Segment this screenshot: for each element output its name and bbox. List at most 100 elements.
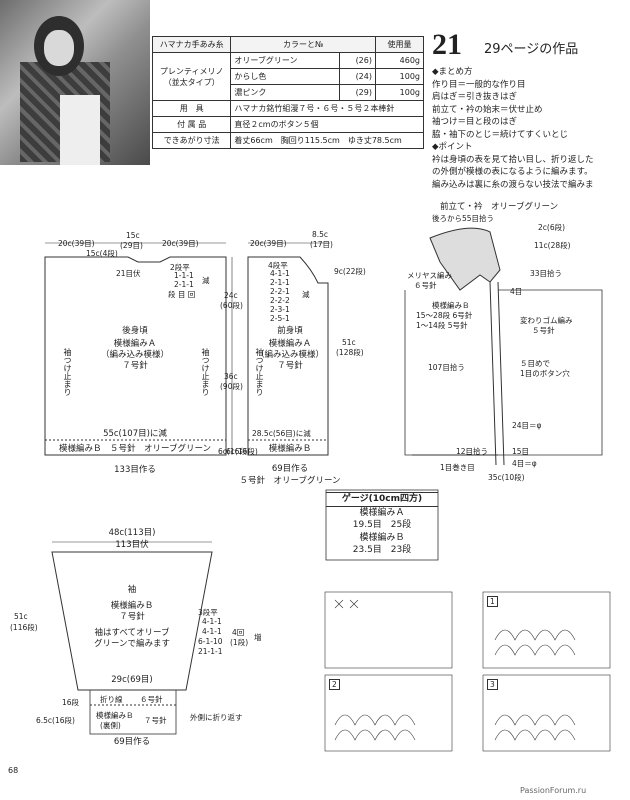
note-line: の外側が模様の表になるように編みます。 (432, 167, 593, 177)
label: ５号針 オリーブグリーン (239, 476, 341, 486)
label: 24c (224, 291, 238, 300)
label: 20c(39目) (58, 239, 95, 248)
label: 21-1-1 (198, 647, 223, 656)
gauge-pattern-b: 模様編みＢ (359, 532, 405, 543)
note-line: 衿は身頃の表を見て拾い目し、折り返した (432, 154, 594, 165)
label: (1段) (230, 638, 249, 647)
label: 2-1-1 (270, 278, 290, 287)
label: 107目拾う (428, 363, 465, 372)
label: ６号針 (140, 695, 163, 704)
label: ６号針 (414, 281, 437, 290)
note-line: 編み込みは裏に糸の渡らない技法で編みま (432, 179, 594, 190)
label: 69目作る (271, 464, 309, 474)
step-number: 2 (329, 679, 340, 690)
label: 袖はすべてオリーブ (94, 628, 170, 638)
label: 模様編みＢ (110, 601, 154, 611)
label: 15～28段 6号針 (416, 311, 473, 320)
label: 6-1-10 (198, 637, 223, 646)
label: ７号針 (277, 361, 303, 371)
gauge-title: ゲージ(10cm四方) (326, 492, 438, 507)
label: 15目 (512, 447, 530, 456)
tools-label: 用 具 (151, 100, 232, 117)
label: (29目) (120, 241, 143, 250)
note-line: ◆まとめ方 (432, 67, 473, 77)
note-line: 脇・袖下のとじ＝続けてすくいとじ (432, 129, 569, 140)
label: 51c (342, 338, 356, 347)
page-reference: 29ページの作品 (484, 42, 579, 57)
label: 4回 (232, 628, 245, 637)
collar-body-outline (404, 289, 603, 456)
label: 模様編みＡ (113, 339, 157, 349)
color-amount: 460g (374, 52, 425, 69)
header-amount: 使用量 (374, 36, 425, 53)
watermark: PassionForum.ru (520, 786, 587, 795)
label: 15c(4段) (86, 249, 118, 258)
label: 55c(107目)に減 (103, 429, 167, 439)
label: メリヤス編み (407, 271, 452, 280)
note-line: 作り目＝一般的な作り目 (432, 79, 526, 90)
label: 変わりゴム編み (520, 316, 573, 325)
label: 2-5-1 (270, 314, 290, 323)
label: 1目のボタン穴 (520, 369, 570, 378)
step-box (482, 674, 611, 752)
note-line: 肩はぎ＝引き抜きはぎ (432, 92, 518, 102)
label: 模様編みＢ (96, 711, 134, 720)
label: 2-1-1 (174, 280, 194, 289)
step-number: 3 (487, 679, 498, 690)
label: 4-1-1 (270, 269, 290, 278)
label: 8.5c (312, 230, 329, 239)
yarn-name: プレンティメリノ（並太タイプ） (151, 52, 232, 101)
label: ７号針 (122, 361, 148, 371)
label: 15c (126, 231, 140, 240)
label: ５目めで (520, 359, 550, 368)
label: 4-1-1 (202, 617, 222, 626)
label: 模様編みＢ (432, 301, 470, 310)
label: 4目＝φ (512, 459, 537, 468)
label: 模様編みＢ ５号針 オリーブグリーン (58, 444, 212, 454)
step-box (324, 674, 453, 752)
step-box (324, 591, 453, 669)
piece-name: 後身頃 (122, 326, 148, 336)
label: 20c(39目) (250, 239, 287, 248)
label: 133目作る (114, 465, 156, 475)
piece-name: 袖 (127, 585, 137, 595)
label: 模様編みＢ (268, 444, 312, 454)
collar-shape (429, 227, 501, 291)
label: ７号針 (144, 716, 167, 725)
sleeve-outline (51, 551, 213, 691)
label: 12目拾う (456, 447, 489, 456)
label: 29c(69目) (111, 675, 153, 685)
label: 1目巻き目 (440, 463, 475, 472)
label: 1～14段 5号針 (416, 321, 468, 330)
front-body-outline (247, 256, 329, 456)
header-color: カラーと№ (230, 36, 376, 53)
label: 2段平 (170, 263, 190, 272)
label: 11c(28段) (534, 241, 571, 250)
label: 後ろから55目拾う (432, 214, 495, 223)
label: ７号針 (119, 612, 145, 622)
size-value: 着丈66cm 胸回り115.5cm ゆき丈78.5cm (230, 132, 424, 149)
label: 1-1-1 (174, 271, 194, 280)
label: 袖つけ止まり (201, 348, 210, 396)
label: (17目) (310, 240, 333, 249)
label: 袖つけ止まり (255, 348, 264, 396)
label: 模様編みＡ (268, 339, 312, 349)
gauge-pattern-a: 模様編みＡ (359, 507, 405, 518)
label: 減 (202, 276, 210, 285)
label: 9c(22段) (334, 267, 366, 276)
label: グリーンで編みます (93, 639, 171, 649)
label: 3段平 (198, 608, 218, 617)
size-label: できあがり寸法 (151, 132, 232, 149)
sleeve-cuff (89, 689, 177, 735)
note-line: 前立て・衿の始末＝伏せ止め (432, 104, 543, 115)
gauge-box: ゲージ(10cm四方) 模様編みＡ 19.5目 25段 模様編みＢ 23.5目 … (326, 492, 438, 557)
instructions-notes: ◆まとめ方 作り目＝一般的な作り目 肩はぎ＝引き抜きはぎ 前立て・衿の始末＝伏せ… (432, 66, 628, 191)
label: （編み込み模様） (255, 350, 325, 360)
label: 51c (14, 612, 28, 621)
label: 36c (224, 372, 238, 381)
label: 24目＝φ (512, 421, 542, 430)
label: 48c(113目) (108, 528, 156, 538)
label: 外側に折り返す (190, 713, 243, 722)
label: 4-1-1 (202, 627, 222, 636)
